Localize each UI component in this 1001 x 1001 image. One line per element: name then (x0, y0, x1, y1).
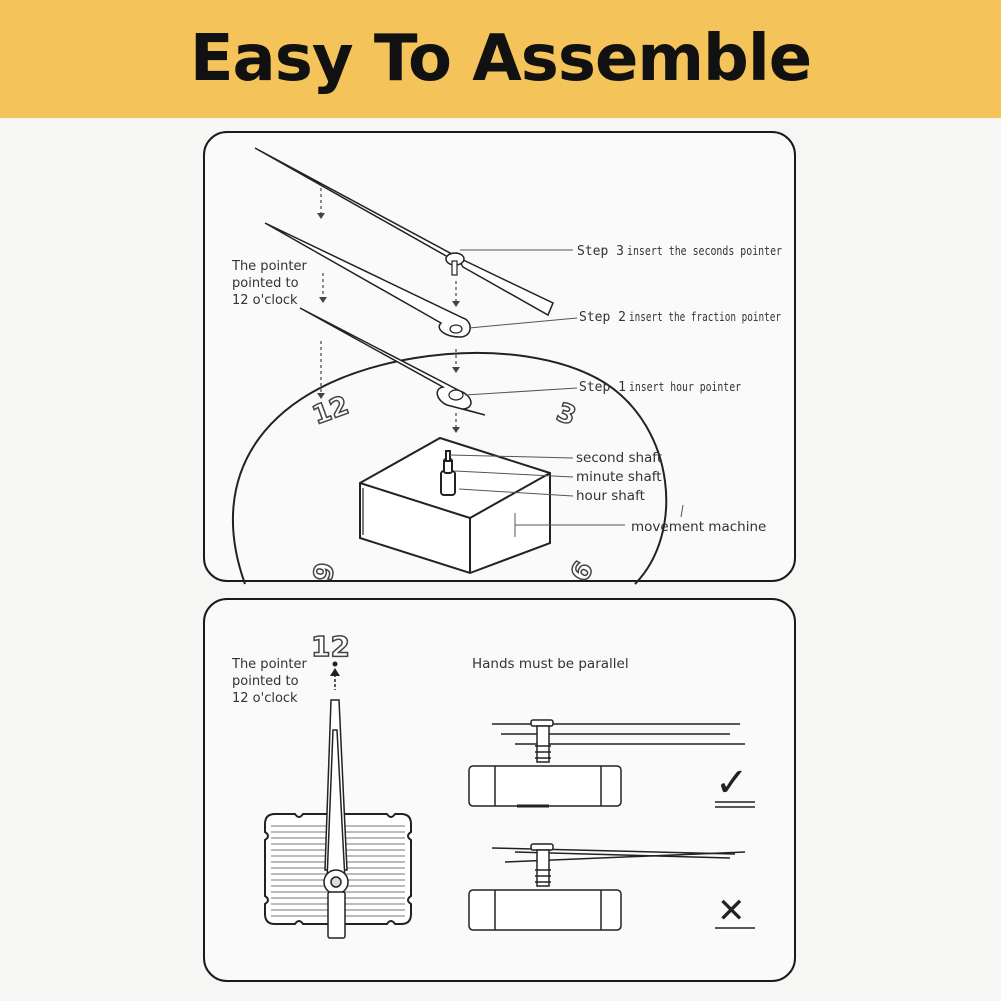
dial-number-6: 6 (565, 556, 600, 587)
minute-shaft-label: minute shaft (576, 469, 662, 485)
pointer-note-line-3: 12 o'clock (232, 293, 298, 308)
hour-shaft-label: hour shaft (576, 488, 645, 504)
correct-check-icon: ✓ (715, 760, 749, 806)
clock-dial-outline-right (604, 382, 668, 585)
dial-number-12: 12 (309, 391, 353, 432)
header-banner: Easy To Assemble (0, 0, 1001, 118)
dial-number-9: 9 (308, 560, 341, 583)
parallel-note: Hands must be parallel (472, 656, 629, 672)
dial-number-12: 12 (311, 630, 350, 663)
pointer-note-line-1: The pointer (231, 259, 307, 274)
wrong-cross-icon: ✕ (717, 891, 746, 931)
assembly-diagram: 12 3 9 6 (231, 147, 782, 588)
step-2-label: Step 2 (579, 310, 626, 325)
assembly-steps-panel: 12 3 9 6 (203, 131, 796, 588)
hour-pointer-illustration (299, 307, 486, 416)
alignment-panel: The pointer pointed to 12 o'clock 12 (203, 598, 796, 982)
step-1-text: insert hour pointer (629, 380, 741, 394)
step-1-label: Step 1 (579, 380, 626, 395)
guide-arrow-heads (317, 213, 460, 433)
page-title: Easy To Assemble (189, 22, 812, 96)
pointer-note-line-2: pointed to (232, 276, 299, 291)
step-3-text: insert the seconds pointer (627, 244, 782, 258)
second-shaft-label: second shaft (576, 450, 662, 466)
seconds-pointer-illustration (254, 147, 554, 317)
movement-machine-label: movement machine (631, 519, 766, 535)
wrong-example-illustration (468, 843, 746, 931)
up-arrow-icon (330, 668, 340, 676)
pointer-note-line-1: The pointer (231, 657, 307, 672)
pointer-note-line-2: pointed to (232, 674, 299, 689)
pointer-note-line-3: 12 o'clock (232, 691, 298, 706)
leader-lines (449, 249, 684, 537)
correct-example-illustration (468, 719, 745, 808)
step-3-label: Step 3 (577, 244, 624, 259)
alignment-diagram: The pointer pointed to 12 o'clock 12 (231, 629, 755, 939)
clock-dial-outline (231, 351, 606, 585)
step-2-text: insert the fraction pointer (629, 310, 781, 324)
guide-arrows (320, 188, 457, 429)
dial-number-3: 3 (552, 397, 579, 431)
hands-pointing-12-illustration (323, 699, 349, 939)
minute-pointer-illustration (264, 222, 471, 338)
twelve-dot (332, 661, 338, 667)
movement-machine-illustration (359, 436, 551, 575)
